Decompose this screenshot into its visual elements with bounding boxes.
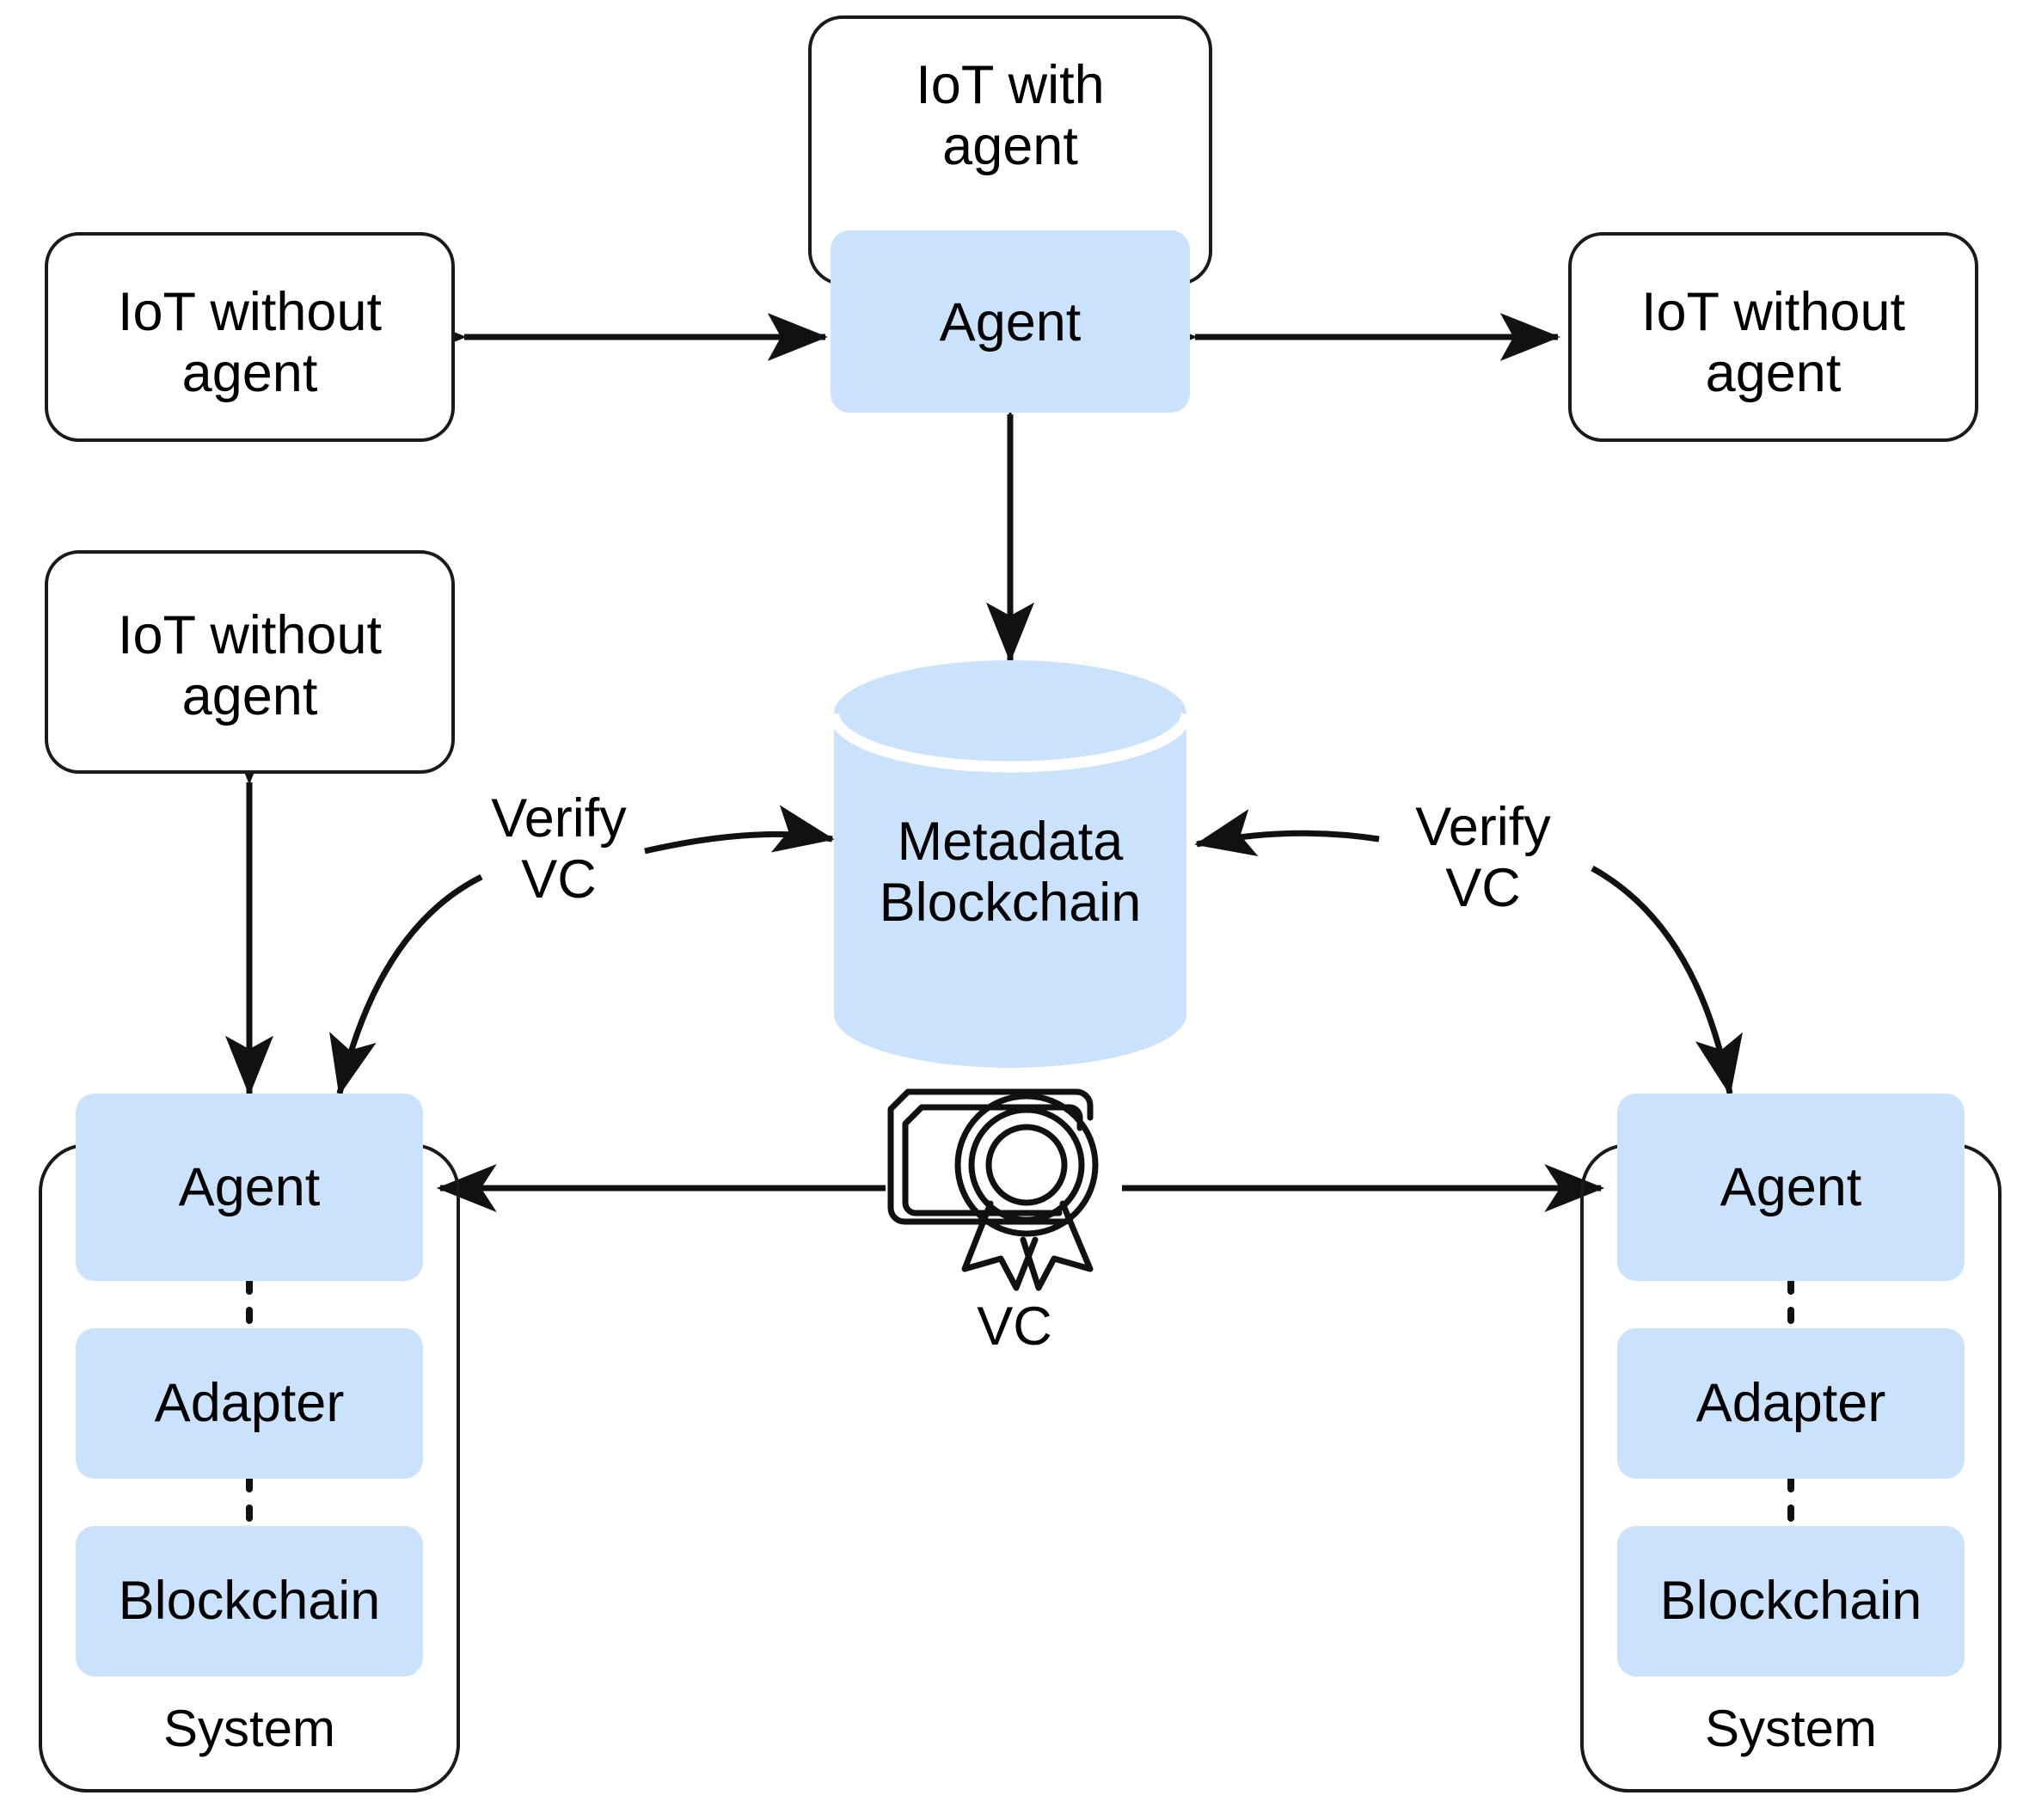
edge-label-verify-vc-left-text: Verify VC	[491, 788, 627, 910]
left-system-caption: System	[76, 1689, 423, 1771]
right-system-adapter-label: Adapter	[1695, 1373, 1886, 1433]
node-metadata-blockchain-label: Metadata Blockchain	[879, 812, 1142, 933]
node-iot-without-agent-right-top-label: IoT without agent	[1640, 282, 1905, 403]
edge-label-verify-vc-right: Verify VC	[1371, 787, 1595, 933]
right-system-caption: System	[1617, 1689, 1965, 1771]
left-system-agent[interactable]: Agent	[76, 1094, 423, 1281]
database-cylinder-icon	[828, 660, 1192, 1068]
left-system-adapter-label: Adapter	[154, 1373, 345, 1433]
node-iot-without-agent-left-top[interactable]: IoT without agent	[45, 232, 455, 442]
vc-credential-label: VC	[977, 1296, 1052, 1357]
node-iot-without-agent-right-top[interactable]: IoT without agent	[1568, 232, 1978, 442]
node-iot-without-agent-left-mid-label: IoT without agent	[117, 605, 382, 726]
left-system-blockchain-label: Blockchain	[118, 1571, 381, 1631]
left-system-adapter[interactable]: Adapter	[76, 1328, 423, 1479]
edge-label-verify-vc-left: Verify VC	[447, 778, 671, 924]
left-system-caption-label: System	[162, 1700, 336, 1757]
left-system-agent-label: Agent	[178, 1157, 321, 1217]
right-system-caption-label: System	[1704, 1700, 1878, 1757]
edge-right-verify-vc-to-metadata	[1194, 809, 1380, 857]
right-system-adapter[interactable]: Adapter	[1617, 1328, 1965, 1479]
edge-right-verify-vc-to-right-agent	[1591, 865, 1743, 1096]
left-system-blockchain[interactable]: Blockchain	[76, 1526, 423, 1676]
certificate-seal-icon	[887, 1088, 1099, 1291]
edge-left-verify-vc-to-metadata	[644, 805, 835, 855]
node-top-center-agent-label: Agent	[939, 292, 1082, 352]
node-iot-without-agent-left-top-label: IoT without agent	[117, 282, 382, 403]
right-system-blockchain[interactable]: Blockchain	[1617, 1526, 1965, 1676]
edge-left-verify-vc-to-left-agent	[329, 873, 483, 1096]
right-system-agent[interactable]: Agent	[1617, 1094, 1965, 1281]
node-top-center-agent[interactable]: Agent	[831, 230, 1190, 413]
node-iot-without-agent-left-mid[interactable]: IoT without agent	[45, 550, 455, 774]
edge-label-verify-vc-right-text: Verify VC	[1415, 797, 1551, 918]
vc-credential-label-wrap: VC	[920, 1290, 1109, 1367]
node-metadata-blockchain[interactable]: Metadata Blockchain	[817, 800, 1204, 954]
right-system-agent-label: Agent	[1720, 1157, 1862, 1217]
node-iot-with-agent-label: IoT with agent	[916, 55, 1105, 176]
right-system-blockchain-label: Blockchain	[1659, 1571, 1922, 1631]
